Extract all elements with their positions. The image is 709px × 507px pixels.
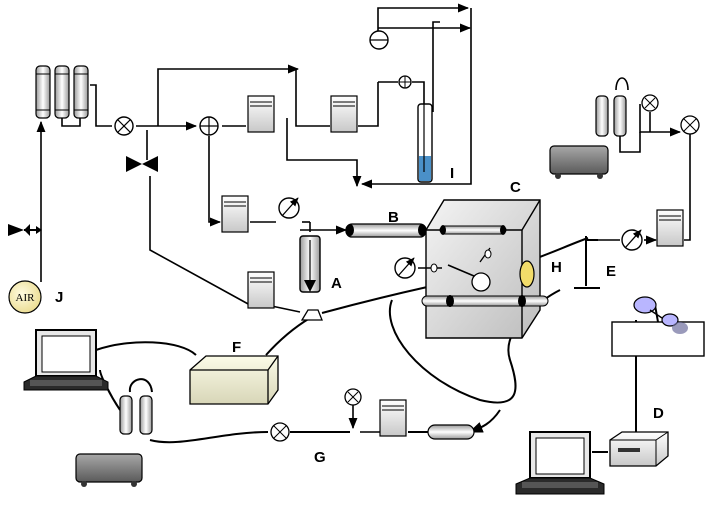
gauge-1: [278, 197, 300, 219]
label-f: F: [232, 339, 241, 356]
label-h: H: [551, 259, 562, 276]
bow-tie-valve: [126, 156, 158, 172]
valve-1: [114, 116, 134, 136]
label-i: I: [450, 165, 454, 182]
label-e: E: [606, 263, 616, 280]
filter-columns: [35, 65, 89, 119]
gauge-3: [621, 229, 643, 251]
saturator-a: [299, 235, 321, 293]
flow-controller-6: [656, 209, 684, 247]
pump-g: [75, 395, 153, 487]
air-source: AIR: [8, 280, 42, 314]
label-b: B: [388, 209, 399, 226]
valve-j: [8, 224, 42, 236]
controller-d: [609, 431, 669, 467]
flow-controller-2: [330, 95, 358, 133]
air-source-text: AIR: [16, 292, 36, 304]
flow-controller-4: [247, 271, 275, 309]
valve-small: [398, 75, 412, 89]
bubbler-i: [417, 103, 433, 183]
valve-x-3: [344, 388, 362, 406]
valve-x-4: [270, 422, 290, 442]
reaction-chamber-c: [418, 199, 549, 339]
laptop-left: [23, 329, 109, 391]
quartz-tube-b: [345, 223, 427, 238]
optical-bench: [611, 296, 705, 357]
valve-2: [199, 116, 219, 136]
flow-controller-1: [247, 95, 275, 133]
label-c: C: [510, 179, 521, 196]
label-g: G: [314, 449, 326, 466]
junction: [300, 309, 323, 321]
valve-top: [369, 30, 389, 50]
laptop-right: [515, 431, 605, 495]
label-a: A: [331, 275, 342, 292]
flow-controller-3: [221, 195, 249, 233]
pump-top-right: [549, 95, 627, 179]
flow-controller-5: [379, 399, 407, 437]
label-j: J: [55, 289, 63, 306]
inline-filter: [427, 424, 475, 440]
analyzer-f: [189, 355, 279, 405]
stand-e: [574, 236, 600, 289]
valve-x-2: [680, 115, 700, 135]
valve-x-1: [641, 94, 659, 112]
label-d: D: [653, 405, 664, 422]
gauge-2: [394, 257, 416, 279]
